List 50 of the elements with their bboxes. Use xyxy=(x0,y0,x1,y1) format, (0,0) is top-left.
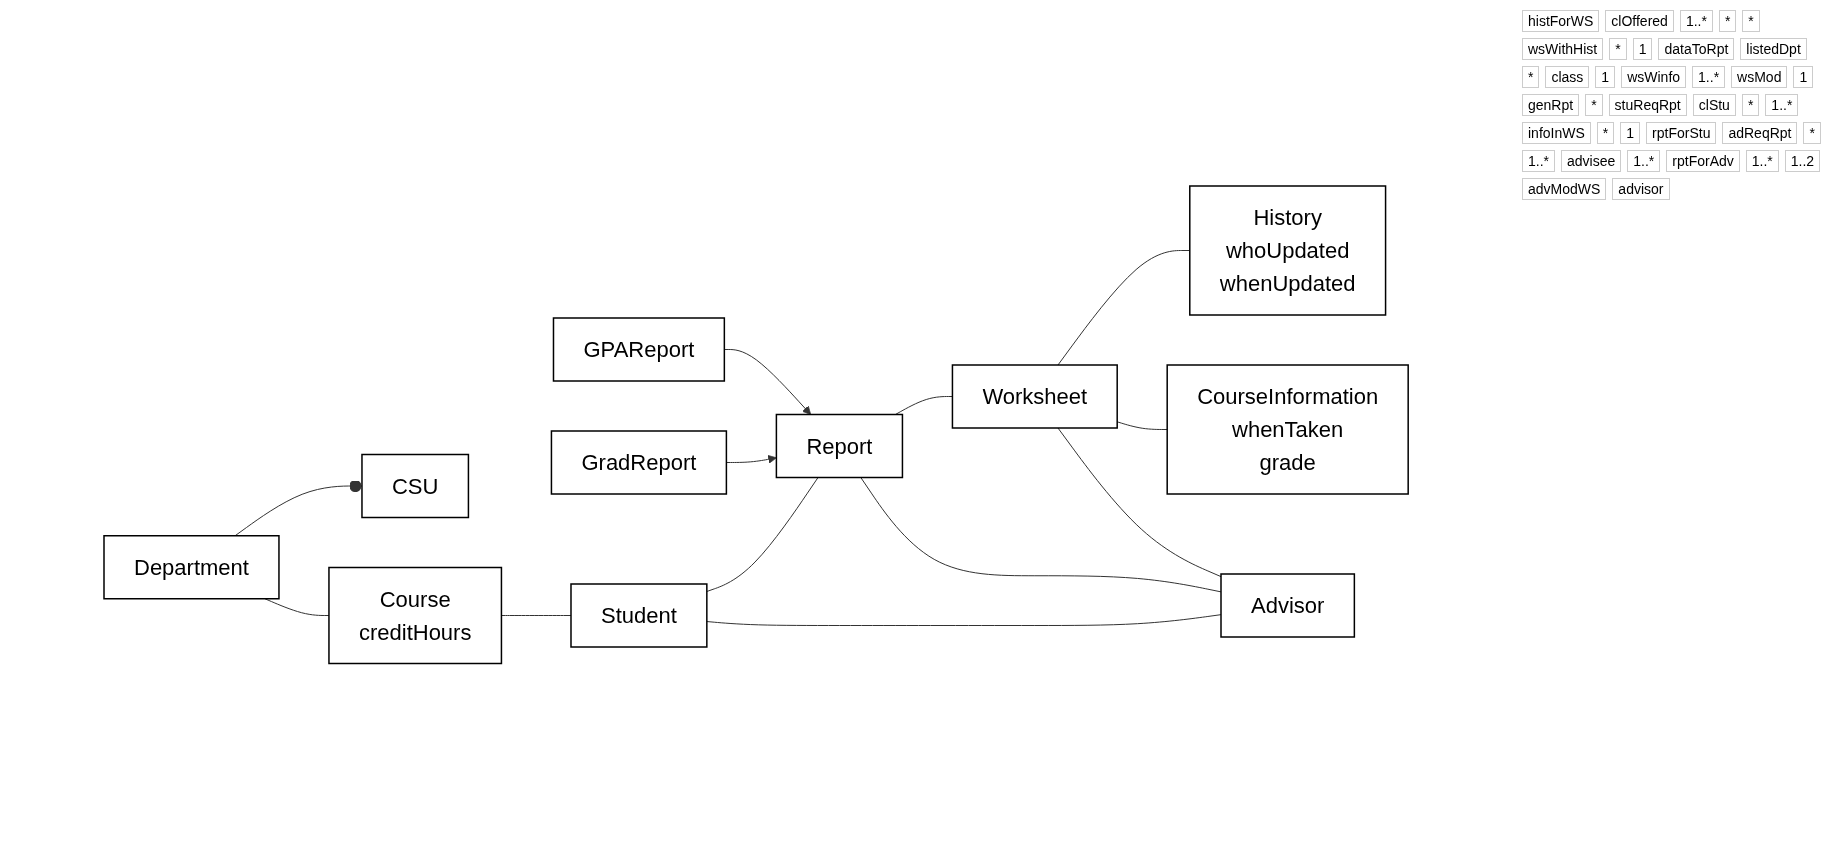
connector xyxy=(706,477,819,593)
association-end-label: wsMod xyxy=(1731,66,1788,88)
association-end-label: * xyxy=(1741,94,1760,116)
node-box: Report xyxy=(775,414,904,479)
association-end-label: clStu xyxy=(1692,94,1736,116)
node-box: GPAReport xyxy=(552,317,725,382)
association-end-label: * xyxy=(1742,10,1760,32)
association-end-label: rptForStu xyxy=(1646,122,1717,144)
node-box: Course creditHours xyxy=(328,567,503,665)
association-end-label: class xyxy=(1545,66,1590,88)
connector xyxy=(894,396,953,416)
association-end-label: * xyxy=(1585,94,1603,116)
association-end-label: 1..* xyxy=(1745,150,1779,172)
node-box: Worksheet xyxy=(951,364,1118,429)
association-end-label: * xyxy=(1522,66,1540,88)
association-end-label: listedDpt xyxy=(1740,38,1807,60)
association-end-label: * xyxy=(1596,122,1615,144)
association-end-label: advModWS xyxy=(1522,178,1607,200)
node-box: CourseInformation whenTaken grade xyxy=(1166,364,1409,495)
association-end-label: 1 xyxy=(1595,66,1616,88)
node-box: Student xyxy=(570,583,708,648)
association-end-label: * xyxy=(1803,122,1821,144)
association-end-label: 1..* xyxy=(1627,150,1661,172)
association-end-label: advisor xyxy=(1612,178,1670,200)
association-end-label: 1..* xyxy=(1679,10,1713,32)
association-end-label: 1..2 xyxy=(1784,150,1821,172)
association-end-label: stuReqRpt xyxy=(1608,94,1687,116)
association-end-label: * xyxy=(1609,38,1627,60)
node-box: CSU xyxy=(361,454,470,519)
node-box: GradReport xyxy=(550,430,728,495)
association-end-label: advisee xyxy=(1561,150,1622,172)
association-end-label: * xyxy=(1718,10,1737,32)
association-end-label: 1 xyxy=(1793,66,1814,88)
association-end-label: infoInWS xyxy=(1522,122,1591,144)
association-end-label: rptForAdv xyxy=(1666,150,1740,172)
node-box: Department xyxy=(103,535,280,600)
association-end-label: dataToRpt xyxy=(1658,38,1735,60)
association-end-label: adReqRpt xyxy=(1722,122,1798,144)
association-end-label: 1 xyxy=(1632,38,1653,60)
association-end-label: 1..* xyxy=(1765,94,1799,116)
node-box: Advisor xyxy=(1220,573,1355,638)
association-end-label: wsWinfo xyxy=(1621,66,1687,88)
association-end-label: genRpt xyxy=(1522,94,1580,116)
association-end-label: 1..* xyxy=(1522,150,1555,172)
association-end-label: 1..* xyxy=(1692,66,1726,88)
association-end-label: wsWithHist xyxy=(1522,38,1604,60)
association-end-label: histForWS xyxy=(1522,10,1600,32)
node-box: History whoUpdated whenUpdated xyxy=(1188,185,1387,316)
association-end-label: clOffered xyxy=(1605,10,1674,32)
association-end-label: 1 xyxy=(1620,122,1641,144)
